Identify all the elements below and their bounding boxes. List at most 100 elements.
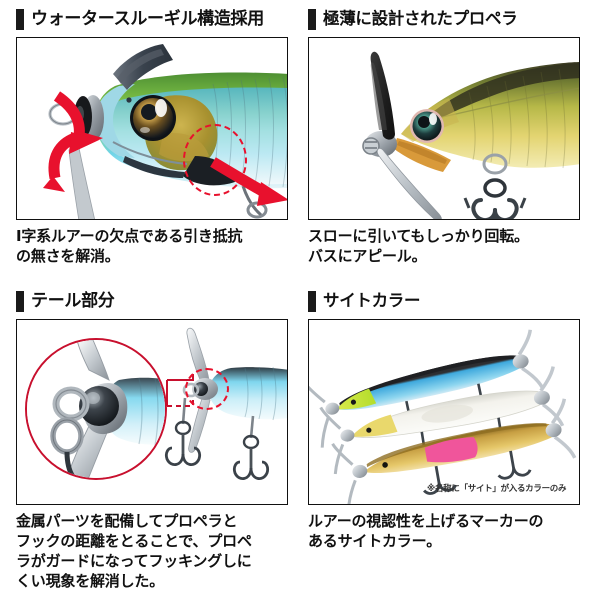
lure3-tail-prop-a	[550, 398, 567, 425]
lure3-eye	[382, 462, 388, 468]
lure3-hooks	[423, 450, 532, 495]
heading-bar-icon	[308, 290, 316, 312]
flow-arrows	[43, 91, 287, 206]
hub-wire	[365, 141, 377, 149]
panel-4-heading: サイトカラー	[308, 288, 586, 314]
hook-point-right	[493, 198, 519, 219]
heading-bar-icon	[16, 290, 24, 312]
treble-hook	[463, 153, 527, 219]
back-stripe	[421, 63, 579, 128]
sight-colors-svg	[309, 329, 577, 504]
tail-prop-blade-lower	[188, 395, 211, 453]
panel-1-heading: ウォータースルーギル構造採用	[16, 6, 294, 32]
mouth-line	[112, 141, 188, 165]
panel-3-heading: テール部分	[16, 288, 294, 314]
lower-prop-blade	[68, 147, 95, 219]
panel-3-caption: 金属パーツを配備してプロペラと フックの距離をとることで、プロペ ラがガードにな…	[16, 512, 252, 590]
hook-point-1a	[164, 446, 185, 466]
eye-highlight-2	[140, 127, 150, 133]
lower-jaw	[123, 156, 185, 178]
panel-2-image-frame	[308, 37, 580, 220]
lure2-eye	[366, 427, 372, 433]
panel-4-caption: ルアーの視認性を上げるマーカーの あるサイトカラー。	[308, 512, 544, 550]
lure1-prop-hub	[325, 402, 340, 415]
panel-3-heading-text: テール部分	[31, 290, 115, 311]
nostril	[126, 97, 132, 103]
hook-wire-1	[181, 397, 187, 425]
lure1-body	[338, 355, 523, 410]
panel-tail-section: テール部分	[16, 288, 294, 592]
lure-body	[401, 62, 579, 168]
lure3-prop-hub	[352, 464, 368, 478]
lure2-prop-a	[319, 406, 342, 430]
panel-water-through-gill: ウォータースルーギル構造採用	[16, 6, 294, 267]
hook-barb-left	[463, 197, 471, 209]
panel-2-caption: スローに引いてもしっかり回転。 バスにアピール。	[308, 227, 529, 265]
lure-head-closeup	[17, 38, 287, 219]
inset-hook-wire	[64, 451, 77, 478]
lure3-tail-prop-b	[553, 435, 577, 459]
lure1-tail-prop-b	[521, 366, 545, 390]
panel-4-heading-text: サイトカラー	[323, 290, 421, 310]
blade-dark-highlight	[370, 62, 387, 130]
inset-scale-texture	[138, 377, 159, 446]
hook-wire	[241, 185, 263, 217]
arrow-3-head	[257, 182, 287, 206]
eye-highlight	[155, 99, 167, 117]
lure1-marker	[338, 388, 377, 410]
propeller-lure-svg	[362, 51, 579, 219]
panel-2-heading: 極薄に設計されたプロペラ	[308, 6, 586, 32]
panel-2-heading-text: 極薄に設計されたプロペラ	[323, 8, 518, 28]
hook-point-left	[471, 198, 497, 219]
lure2-tail-prop-b	[541, 403, 565, 427]
heading-bar-icon	[308, 8, 316, 30]
panel-ultra-thin-propeller: 極薄に設計されたプロペラ	[308, 6, 586, 267]
magnified-inset-circle	[25, 338, 167, 480]
lure-gold-pink	[331, 398, 577, 504]
panel-4-image-frame: ※名称に「サイト」が入るカラーのみ	[308, 319, 580, 505]
top-lip-hl	[117, 49, 164, 84]
eye-highlight	[429, 113, 437, 125]
hook-point-1b	[181, 446, 202, 466]
hook-point-2a	[232, 460, 253, 480]
lure3-tail-hub	[545, 423, 562, 438]
arrow-2-tail	[43, 176, 65, 192]
hook-barb-right	[519, 197, 527, 209]
lure1-eye	[350, 399, 357, 405]
lure2-marker	[353, 414, 398, 437]
hook-point-2b	[249, 460, 270, 480]
lure3-prop-a	[331, 442, 354, 466]
tail-hub-dashed-circle	[185, 368, 229, 410]
tail-split-ring-magnified	[17, 320, 287, 504]
panel-sight-color: サイトカラー	[308, 288, 586, 552]
inset-blade-upper	[76, 340, 110, 381]
head-front	[95, 84, 135, 158]
sight-color-note: ※名称に「サイト」が入るカラーのみ	[427, 484, 567, 494]
panel-1-caption: I字系ルアーの欠点である引き抵抗 の無さを解消。	[16, 227, 243, 265]
lure2-internal	[421, 404, 473, 423]
panel-1-image-frame	[16, 37, 288, 220]
lure1-prop-b	[320, 417, 330, 448]
lure-clear-white	[319, 366, 565, 475]
propeller-blade-light	[377, 148, 442, 219]
lure1-tail-prop-a	[517, 329, 532, 356]
hook-wire-2	[249, 415, 255, 439]
three-sight-color-lures: ※名称に「サイト」が入るカラーのみ	[309, 320, 579, 504]
lure2-prop-b	[333, 443, 345, 475]
lure-tail-body	[208, 367, 287, 420]
tail-scale-texture	[244, 366, 277, 421]
lure2-prop-hub	[340, 429, 355, 442]
eye-pupil	[418, 116, 430, 128]
hook-ring	[246, 201, 268, 219]
panel-1-heading-text: ウォータースルーギル構造採用	[31, 8, 264, 29]
lure1-prop-a	[309, 381, 326, 404]
lure3-prop-b	[346, 479, 357, 504]
eye-pupil	[141, 104, 157, 120]
heading-bar-icon	[16, 8, 24, 30]
lure2-tail-hub	[533, 390, 550, 405]
inset-bead-highlight	[86, 392, 100, 404]
lower-jaw-shade	[397, 141, 447, 164]
magnified-inset-svg	[27, 340, 165, 478]
lure3-marker	[424, 437, 478, 463]
